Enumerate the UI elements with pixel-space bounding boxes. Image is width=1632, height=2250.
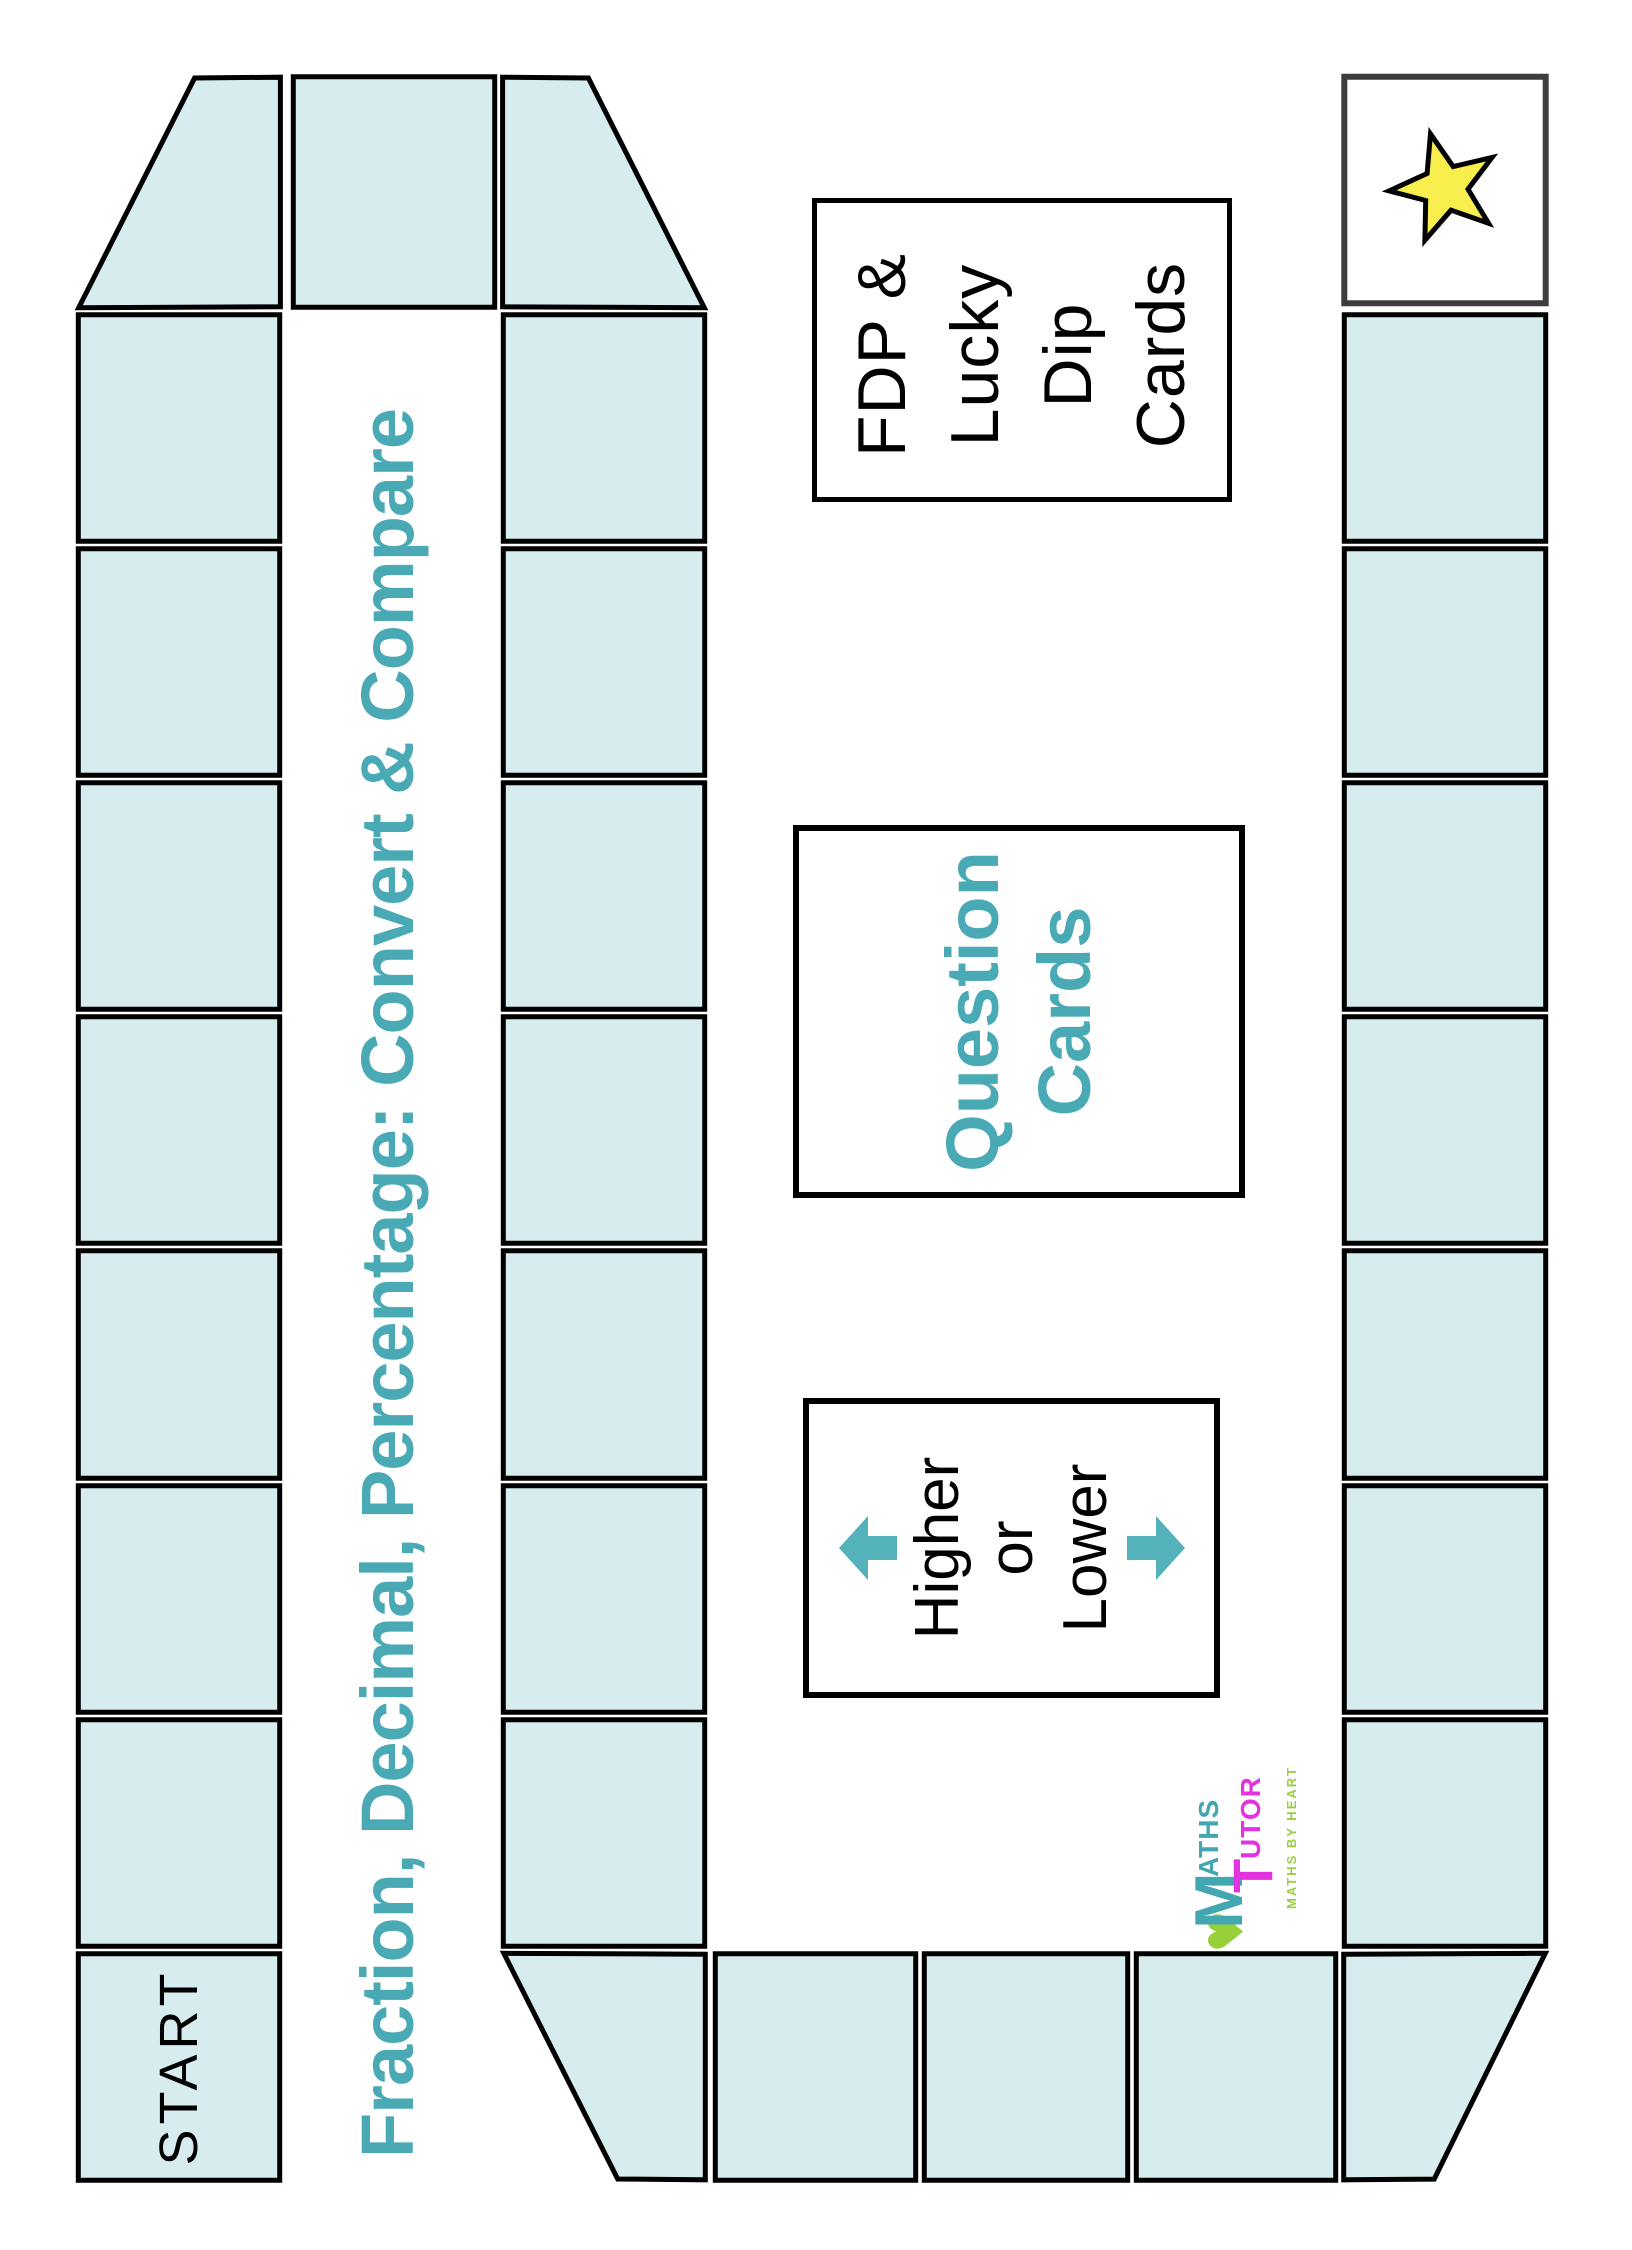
question-box-line: Cards (1023, 906, 1106, 1117)
board-title: Fraction, Decimal, Percentage: Convert &… (342, 380, 432, 2187)
start-label: START (149, 1968, 209, 2166)
maths-tutor-logo: ♥ M ATHS T UTOR MATHS BY HEART (1181, 1766, 1303, 1953)
logo-maths-rest: ATHS (1193, 1798, 1224, 1877)
corner-bevel-square (1341, 1950, 1550, 2183)
board-title-text: Fraction, Decimal, Percentage: Convert &… (345, 408, 429, 2159)
fdp-lucky-dip-cards-box: FDP & Lucky Dip Cards (812, 198, 1232, 502)
track-square (712, 1951, 919, 2183)
logo-tutor-initial: T (1221, 1858, 1284, 1893)
track-square (500, 780, 708, 1012)
logo-tutor-rest: UTOR (1235, 1776, 1266, 1859)
fdp-box-line: Dip (1030, 302, 1106, 408)
track-square (500, 546, 708, 778)
down-arrow-icon (1126, 1516, 1185, 1580)
track-square (75, 546, 283, 778)
track-square (75, 1248, 283, 1481)
track-square (1341, 1483, 1549, 1715)
track-square (1341, 780, 1549, 1012)
track-square (1341, 546, 1549, 778)
track-square (500, 312, 708, 544)
fdp-box-line: FDP & (844, 252, 920, 458)
corner-bevel-square (499, 1950, 708, 2183)
track-square (75, 1483, 283, 1715)
track-square (500, 1483, 708, 1715)
track-square (1133, 1951, 1339, 2183)
higher-label: Higher (902, 1456, 972, 1640)
higher-or-lower-box: Higher or Lower (803, 1398, 1220, 1698)
track-square (500, 1248, 708, 1481)
fdp-box-line: Lucky (937, 263, 1013, 447)
question-box-line: Question (931, 851, 1014, 1172)
up-arrow-icon (838, 1516, 897, 1580)
track-square (1341, 1014, 1549, 1246)
logo-tagline: MATHS BY HEART (1284, 1765, 1299, 1909)
lower-label: Lower (1050, 1463, 1120, 1633)
up-arrow-shape (838, 1516, 897, 1580)
start-square-label: START (75, 1950, 283, 2184)
track-square (500, 1717, 708, 1949)
down-arrow-shape (1126, 1516, 1185, 1580)
track-square (1341, 312, 1549, 544)
star-icon (1381, 126, 1499, 248)
question-cards-box: Question Cards (793, 825, 1245, 1198)
track-square (500, 1014, 708, 1246)
track-square (75, 780, 283, 1012)
fdp-box-line: Cards (1123, 261, 1199, 449)
top-middle-square (290, 74, 498, 310)
track-square (921, 1951, 1131, 2183)
or-label: or (976, 1520, 1046, 1576)
track-square (1341, 1248, 1549, 1481)
corner-bevel-square (500, 74, 709, 311)
track-square (75, 1717, 283, 1949)
track-square (1341, 1717, 1549, 1949)
track-square (75, 1014, 283, 1246)
track-square (75, 312, 283, 544)
corner-bevel-square (74, 74, 283, 311)
start-square (75, 1951, 283, 2183)
